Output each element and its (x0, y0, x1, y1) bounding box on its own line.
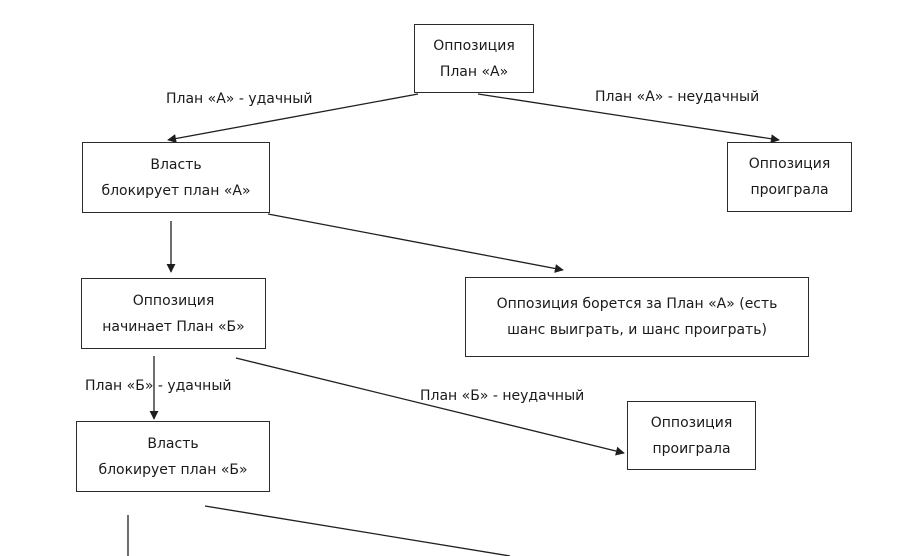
edge-plan-a-to-opposition-lost (477, 93, 780, 144)
node-line: Оппозиция (748, 156, 831, 172)
edge-power-blocks-b-diagonal (204, 505, 511, 556)
edge-plan-a-to-power-blocks (167, 93, 419, 143)
node-line: Оппозиция (132, 292, 215, 309)
edge-plan-b-to-opposition-lost (235, 357, 625, 456)
node-line: блокирует план «А» (101, 182, 251, 199)
node-power-blocks-plan-a: Власть блокирует план «А» (82, 142, 270, 213)
node-line: Власть (150, 156, 202, 173)
node-line: шанс выиграть, и шанс проиграть) (507, 322, 767, 338)
node-line: проиграла (652, 440, 731, 457)
node-line: проиграла (750, 182, 829, 198)
edge-label-plan-b-fail: План «Б» - неудачный (420, 388, 585, 404)
node-opposition-starts-plan-b: Оппозиция начинает План «Б» (81, 278, 266, 349)
node-line: Власть (147, 435, 199, 452)
node-line: Оппозиция (650, 414, 733, 431)
node-line: Оппозиция (433, 37, 515, 54)
node-line: блокирует план «Б» (98, 461, 248, 478)
node-line: Оппозиция борется за План «А» (есть (496, 296, 778, 312)
edge-label-plan-a-fail: План «А» - неудачный (595, 89, 760, 105)
node-opposition-lost-1: Оппозиция проиграла (727, 142, 852, 212)
edge-power-blocks-a-to-fight-plan-a (267, 213, 564, 273)
node-opposition-plan-a: Оппозиция План «А» (414, 24, 534, 93)
node-line: План «А» (439, 63, 509, 80)
node-line: начинает План «Б» (102, 318, 245, 335)
edge-label-plan-a-success: План «А» - удачный (166, 91, 313, 107)
node-opposition-fights-plan-a: Оппозиция борется за План «А» (есть шанс… (465, 277, 809, 357)
node-power-blocks-plan-b: Власть блокирует план «Б» (76, 421, 270, 492)
edge-label-plan-b-success: План «Б» - удачный (85, 378, 232, 394)
node-opposition-lost-2: Оппозиция проиграла (627, 401, 756, 470)
